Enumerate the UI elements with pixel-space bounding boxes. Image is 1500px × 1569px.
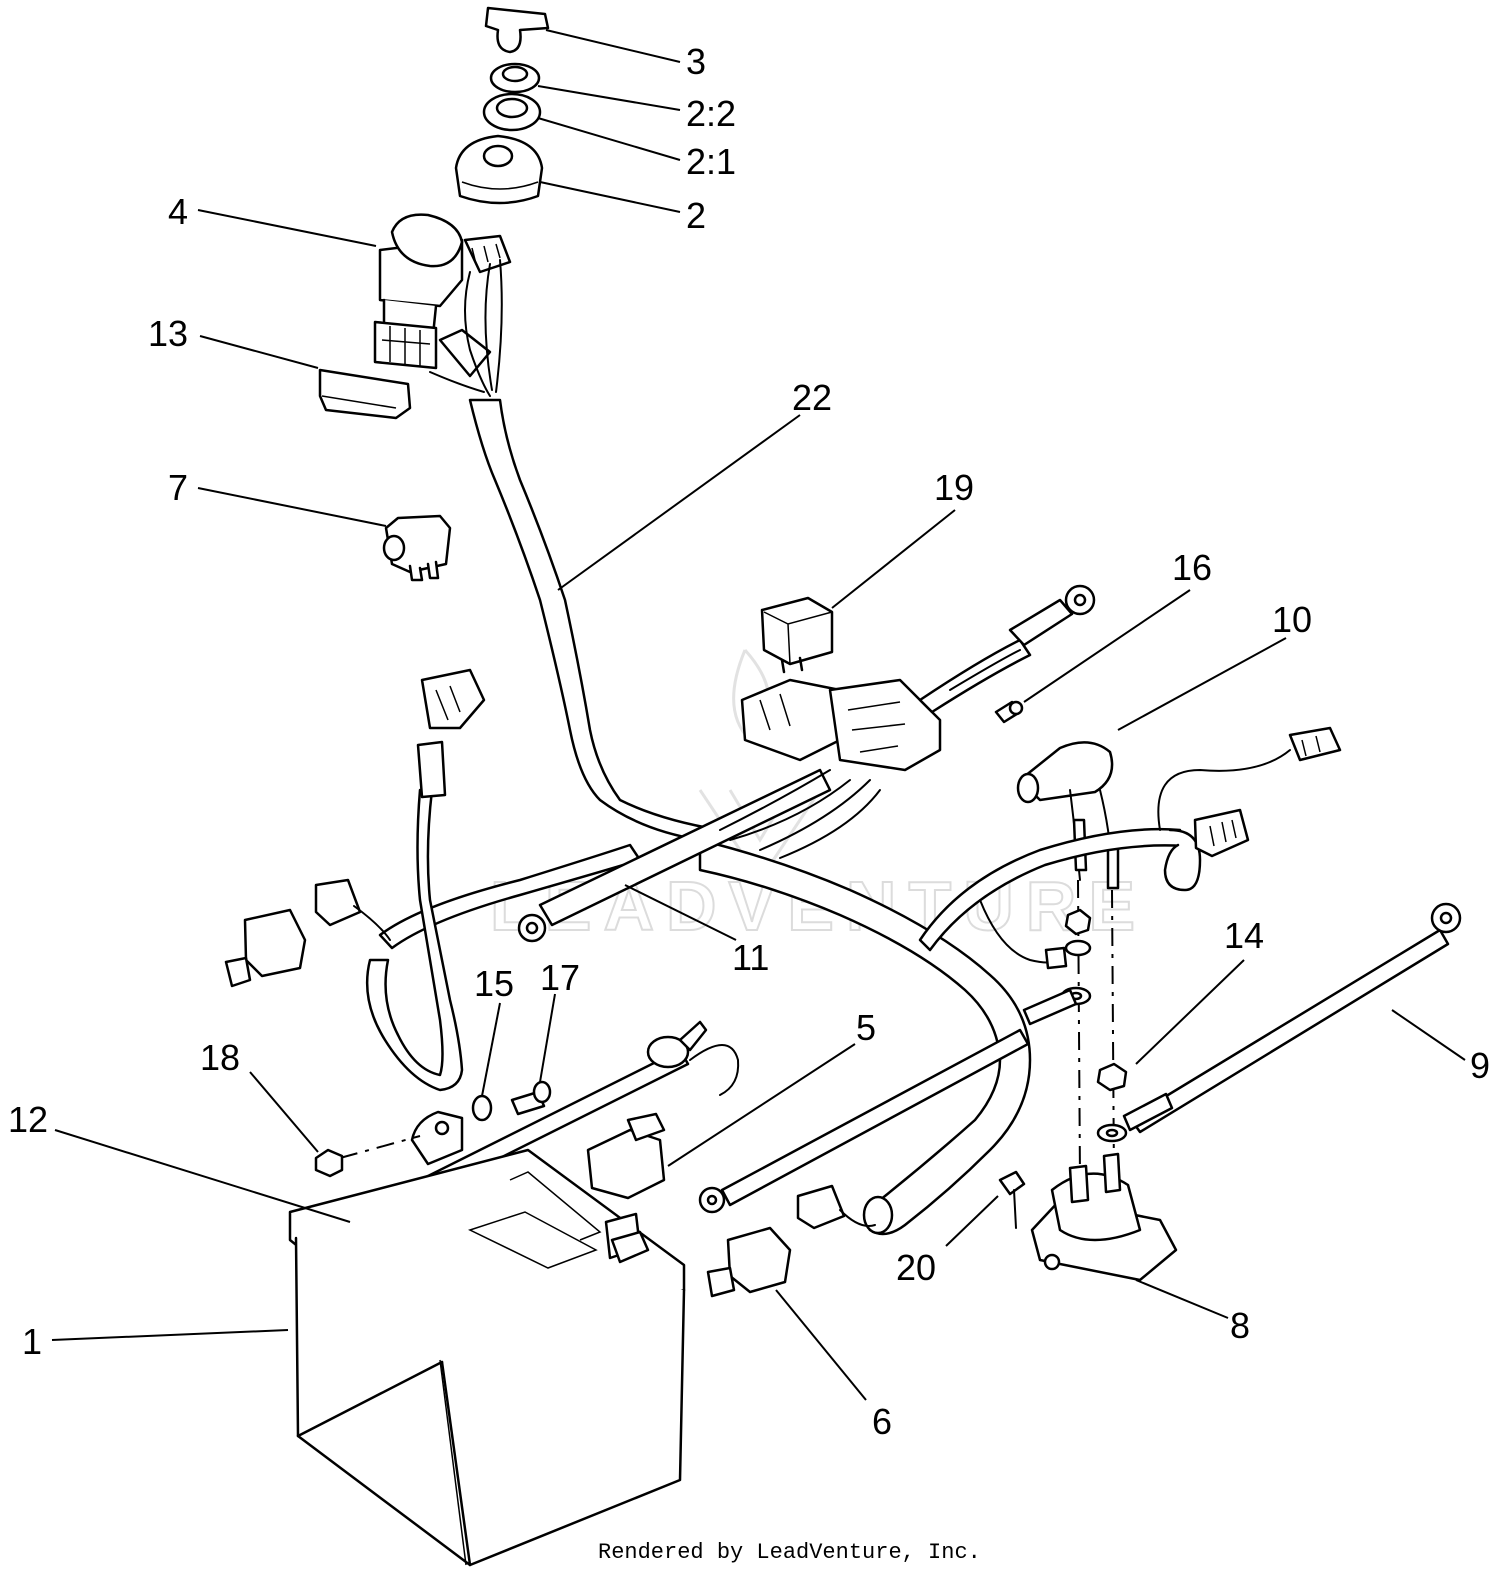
battery-hold-bracket [339,1110,464,1166]
callout-4: 4 [168,191,188,232]
callout-13: 13 [148,313,188,354]
part-1-battery [288,1148,686,1567]
part-4-wires [429,259,503,397]
callout-12: 12 [8,1099,48,1140]
harness-left-branch [365,668,486,1092]
harness-solenoid-cable [1022,988,1078,1026]
part-18-nut [314,1148,344,1178]
part-15-washer [471,1094,493,1122]
part-22-harness-cross-run [378,838,1032,1236]
callout-11: 11 [732,937,769,978]
footer-credit: Rendered by LeadVenture, Inc. [598,1540,981,1565]
callout-18: 18 [200,1037,240,1078]
part-7-switch [382,514,452,582]
part-9-cable [1122,902,1462,1134]
callout-9: 9 [1470,1045,1490,1086]
part-16-pin [994,700,1024,724]
callout-2-2: 2:2 [686,93,736,134]
callout-1: 1 [22,1321,42,1362]
callout-2: 2 [686,195,706,236]
harness-left-connector [224,878,391,988]
part-20-screw [998,1170,1026,1229]
harness-right-branch [918,726,1342,970]
part-5-cable [586,1028,1030,1214]
part-11-cable [517,768,832,943]
callout-2-1: 2:1 [686,141,736,182]
part-3-key-cap [484,6,550,54]
part-17-bolt [510,1080,552,1116]
part-4-switch [373,213,512,378]
callout-14: 14 [1224,915,1264,956]
callout-20: 20 [896,1247,936,1288]
harness-upper-terminal-cable [918,584,1096,714]
callout-6: 6 [872,1401,892,1442]
callout-19: 19 [934,467,974,508]
part-22-main-harness [468,398,722,842]
callout-5: 5 [856,1007,876,1048]
callout-10: 10 [1272,599,1312,640]
callout-labels: 3 2:2 2:1 2 4 13 7 22 19 16 10 11 14 9 5… [8,41,1490,1442]
callout-16: 16 [1172,547,1212,588]
part-2-1-washer [482,92,542,132]
part-13-cover [318,368,412,420]
callout-8: 8 [1230,1305,1250,1346]
part-6-connector-pair [706,1184,876,1298]
callout-15: 15 [474,963,514,1004]
part-8-solenoid [1030,1152,1178,1282]
part-19-relay [760,596,834,674]
harness-relay-socket [740,678,942,772]
callout-3: 3 [686,41,706,82]
leader-lines [51,29,1466,1401]
callout-17: 17 [540,957,580,998]
part-2-key-switch [454,134,544,205]
callout-7: 7 [168,467,188,508]
callout-22: 22 [792,377,832,418]
part-2-2-nut [489,62,541,94]
harness-fuse-wires [719,769,881,859]
